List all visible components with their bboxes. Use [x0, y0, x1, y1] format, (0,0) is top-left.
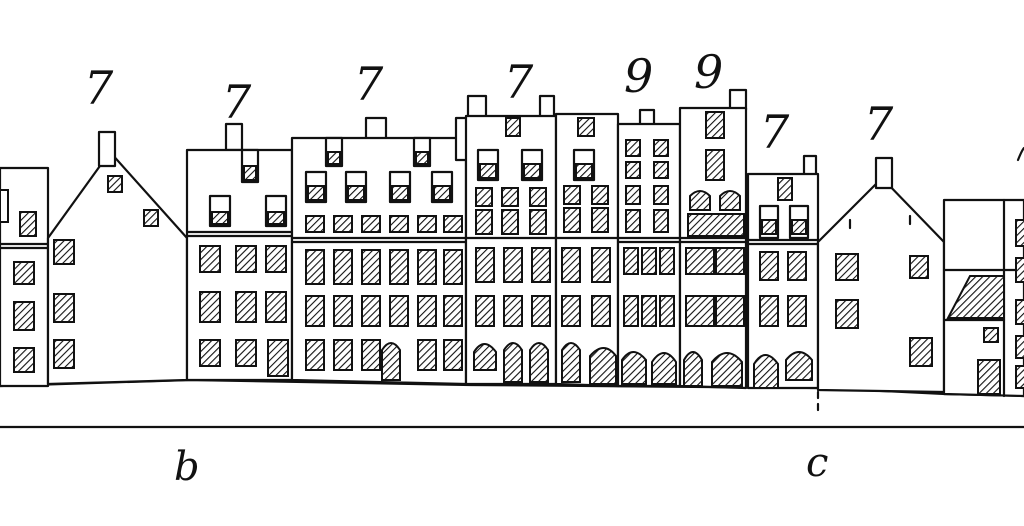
building-9	[746, 154, 820, 390]
building-2	[46, 130, 189, 386]
building-6	[554, 112, 620, 388]
height-mark-5: 9	[624, 49, 653, 103]
height-mark-1: 7	[84, 61, 114, 115]
height-mark-8: 7	[864, 97, 894, 151]
height-marks: 7 7 7 7 9 9 7 7	[84, 45, 894, 159]
position-label-b: b	[174, 444, 200, 490]
building-11	[942, 146, 1024, 398]
building-7	[616, 108, 682, 388]
height-mark-6: 9	[694, 45, 723, 99]
position-labels: b c	[174, 440, 828, 490]
height-mark-3: 7	[354, 57, 384, 111]
building-3	[185, 122, 294, 382]
building-8	[678, 88, 748, 390]
height-mark-2: 7	[222, 75, 252, 129]
building-10	[816, 156, 946, 394]
height-mark-7: 7	[760, 105, 790, 159]
height-mark-4: 7	[504, 55, 534, 109]
building-4	[290, 116, 468, 386]
building-5	[454, 94, 558, 386]
building-1	[0, 166, 50, 388]
position-label-c: c	[806, 440, 828, 486]
